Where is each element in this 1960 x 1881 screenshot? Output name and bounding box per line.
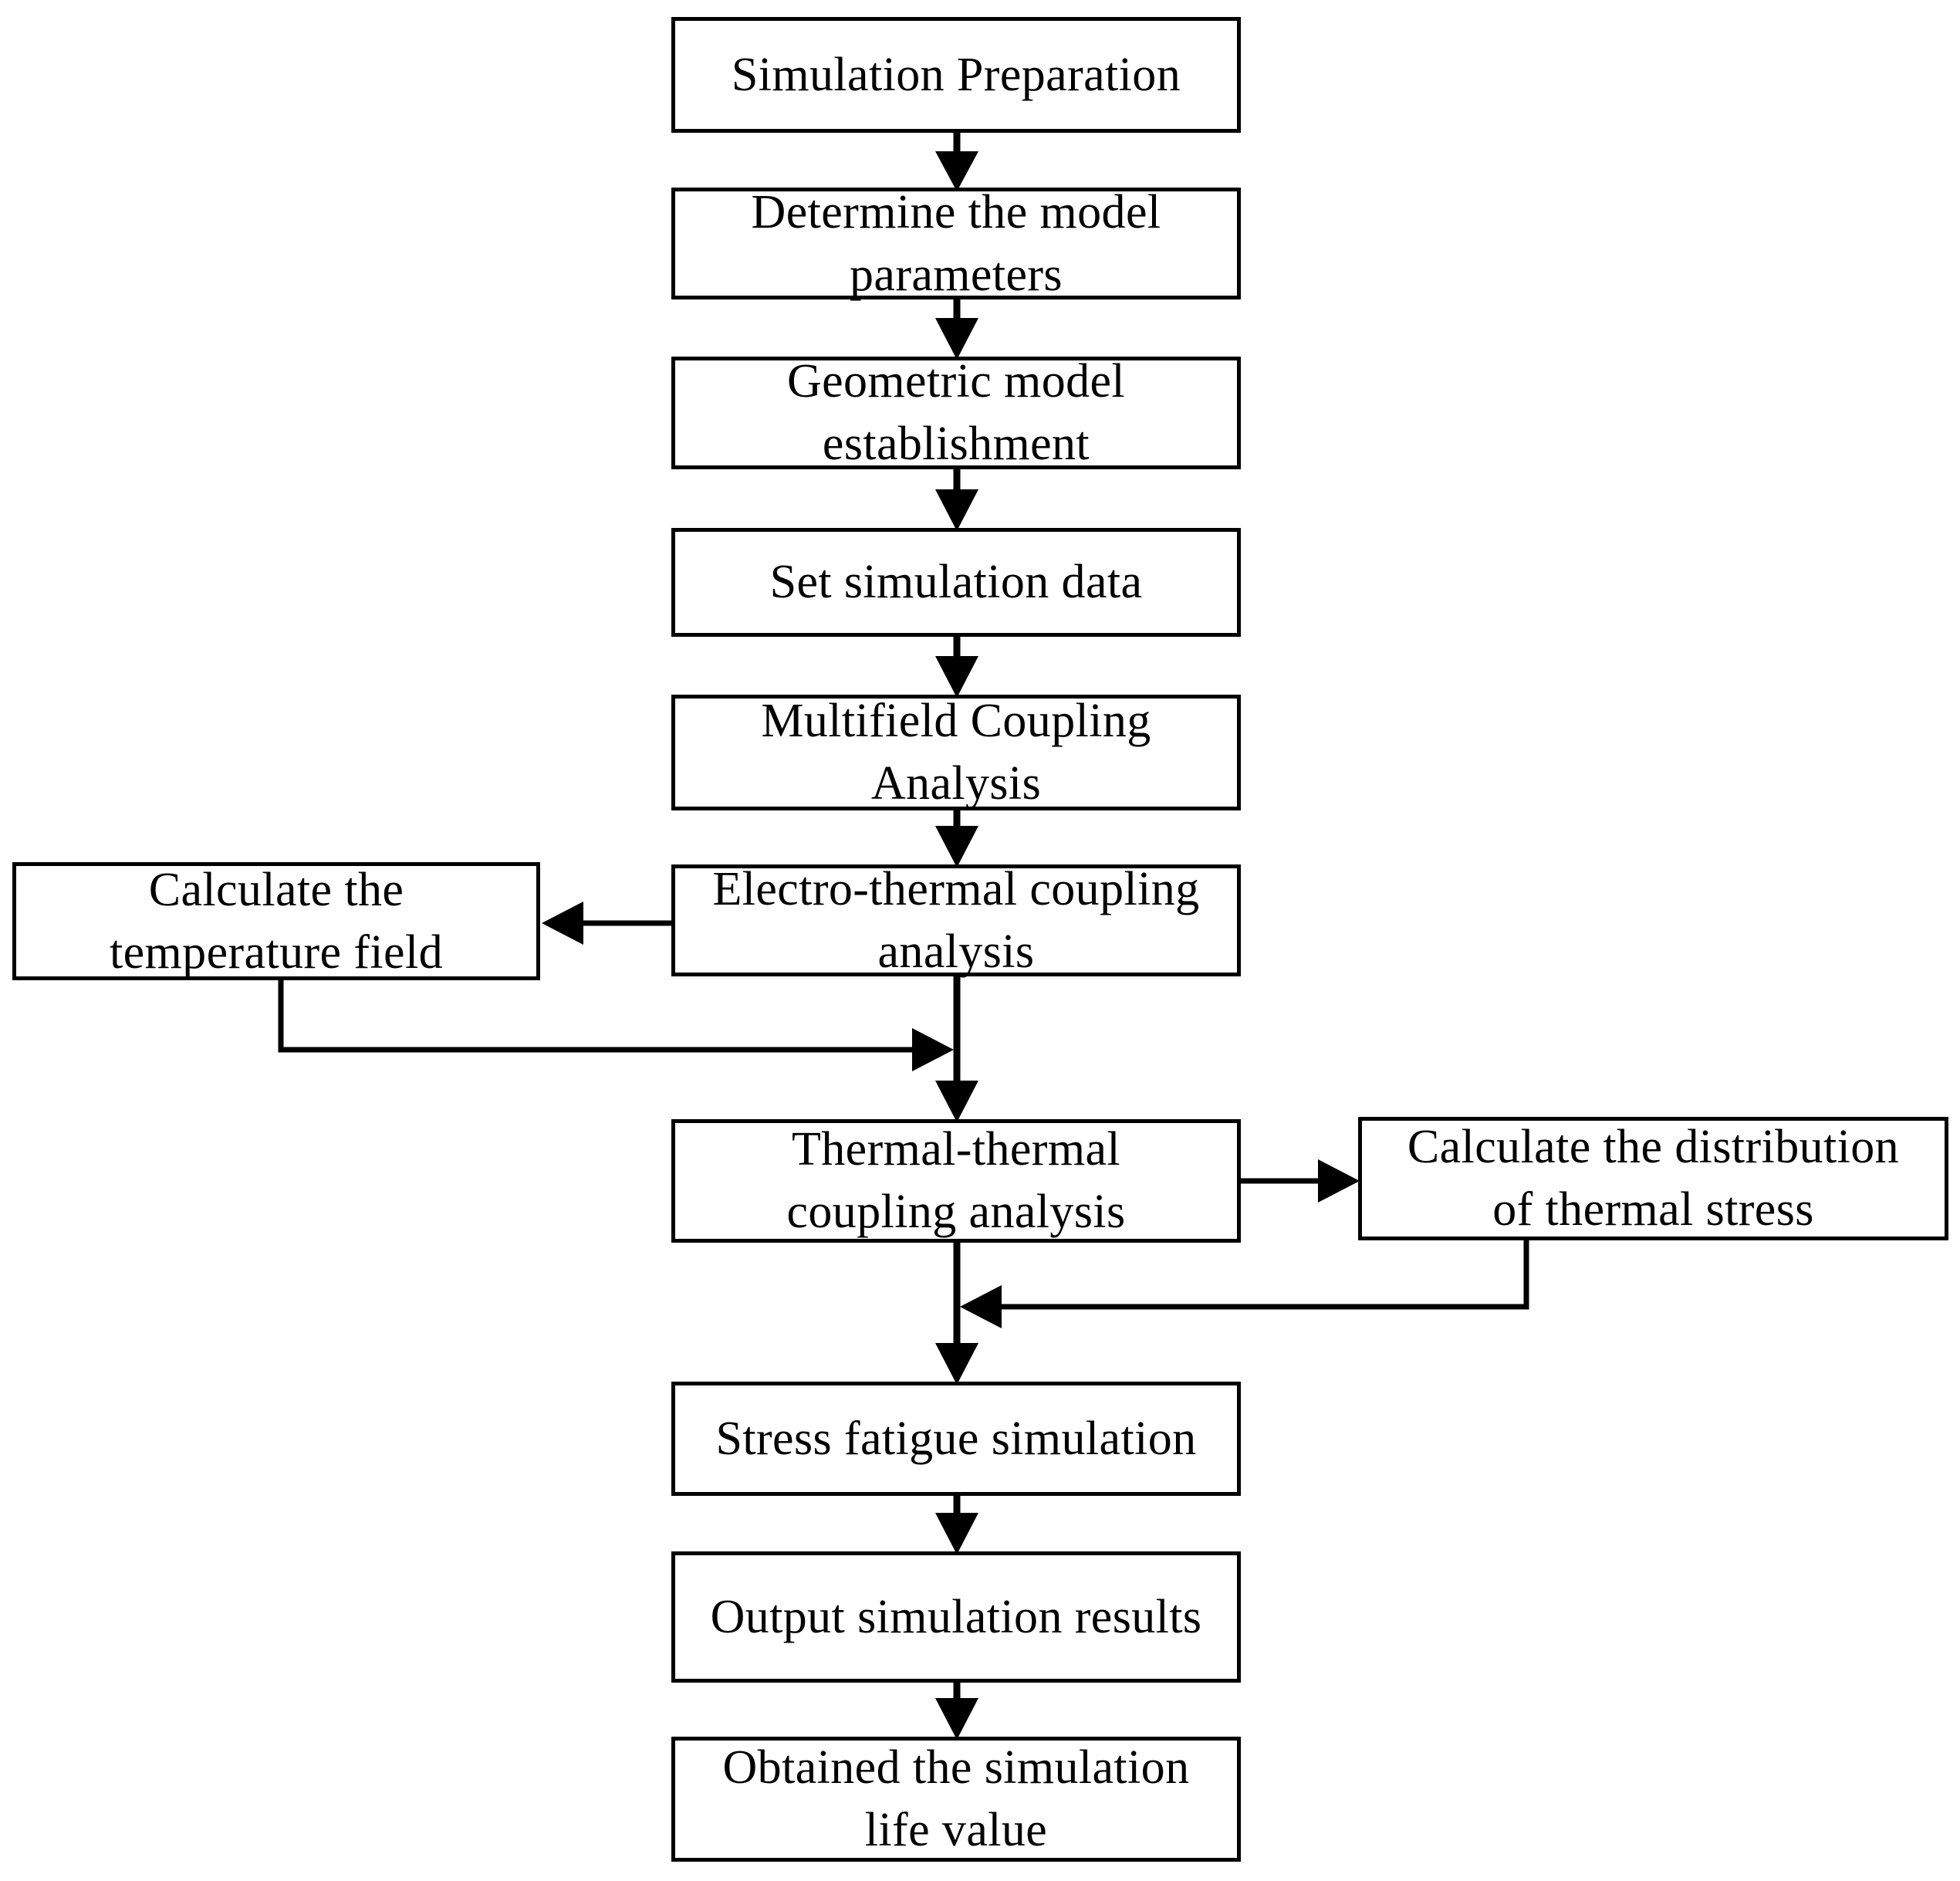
node-label-simulation-preparation: Simulation Preparation: [731, 48, 1181, 101]
node-label-thermal-thermal: Thermal-thermal coupling analysis: [786, 1123, 1126, 1238]
node-calculate-thermal-stress[interactable]: Calculate the distribution of thermal st…: [1358, 1117, 1948, 1240]
connector-determine-model-params-to-geometric-model: [935, 299, 978, 360]
node-simulation-preparation[interactable]: Simulation Preparation: [671, 17, 1241, 133]
connector-thermal-thermal-to-calculate-thermal-stress: [1241, 1159, 1360, 1203]
connector-electro-thermal-to-calculate-temperature: [542, 902, 671, 945]
connector-simulation-preparation-to-determine-model-params: [935, 133, 978, 191]
connector-calculate-temperature-to-main-trunk: [278, 980, 954, 1071]
node-label-calculate-thermal-stress: Calculate the distribution of thermal st…: [1407, 1121, 1900, 1236]
connector-stress-fatigue-to-output-results: [935, 1496, 978, 1555]
connector-thermal-thermal-to-stress-fatigue: [935, 1243, 978, 1385]
connector-geometric-model-to-set-simulation-data: [935, 469, 978, 531]
node-label-set-simulation-data: Set simulation data: [769, 556, 1143, 609]
node-label-electro-thermal: Electro-thermal coupling analysis: [712, 862, 1200, 978]
node-label-multifield-coupling: Multifield Coupling Analysis: [761, 695, 1151, 810]
node-determine-model-params[interactable]: Determine the model parameters: [671, 186, 1241, 301]
node-stress-fatigue[interactable]: Stress fatigue simulation: [671, 1382, 1241, 1496]
node-thermal-thermal[interactable]: Thermal-thermal coupling analysis: [671, 1119, 1241, 1243]
node-label-determine-model-params: Determine the model parameters: [751, 185, 1161, 301]
node-label-geometric-model: Geometric model establishment: [786, 355, 1126, 470]
node-output-results[interactable]: Output simulation results: [671, 1551, 1241, 1683]
node-label-calculate-temperature: Calculate the temperature field: [110, 863, 443, 979]
node-electro-thermal[interactable]: Electro-thermal coupling analysis: [671, 863, 1241, 978]
node-calculate-temperature[interactable]: Calculate the temperature field: [12, 862, 540, 980]
connector-electro-thermal-to-thermal-thermal: [935, 976, 978, 1122]
connector-calculate-thermal-stress-to-main-trunk: [960, 1240, 1529, 1328]
connector-output-results-to-obtained-life-value: [935, 1683, 978, 1740]
node-label-output-results: Output simulation results: [710, 1590, 1202, 1643]
node-multifield-coupling[interactable]: Multifield Coupling Analysis: [671, 695, 1241, 810]
connector-multifield-coupling-to-electro-thermal: [935, 810, 978, 868]
node-label-obtained-life-value: Obtained the simulation life value: [722, 1741, 1190, 1856]
node-geometric-model[interactable]: Geometric model establishment: [671, 355, 1241, 470]
node-obtained-life-value[interactable]: Obtained the simulation life value: [671, 1737, 1241, 1862]
connector-set-simulation-data-to-multifield-coupling: [935, 637, 978, 698]
node-label-stress-fatigue: Stress fatigue simulation: [715, 1412, 1197, 1465]
node-set-simulation-data[interactable]: Set simulation data: [671, 528, 1241, 637]
